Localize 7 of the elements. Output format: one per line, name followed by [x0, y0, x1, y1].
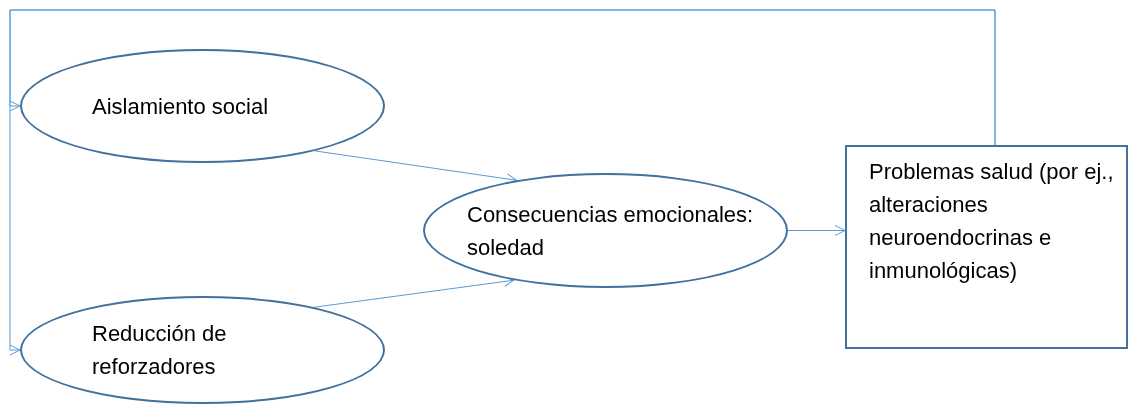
node-label: Reducción de reforzadores [92, 320, 228, 381]
arrow [787, 225, 846, 236]
arrow [9, 9, 996, 356]
node-label: Aislamiento social [92, 92, 269, 121]
node-label: Problemas salud (por ej., alteraciones neuroendocrinas e inmunológicas) [869, 158, 1115, 285]
process-box [845, 145, 1128, 349]
node-label: Consecuencias emocionales: soledad [467, 200, 755, 262]
